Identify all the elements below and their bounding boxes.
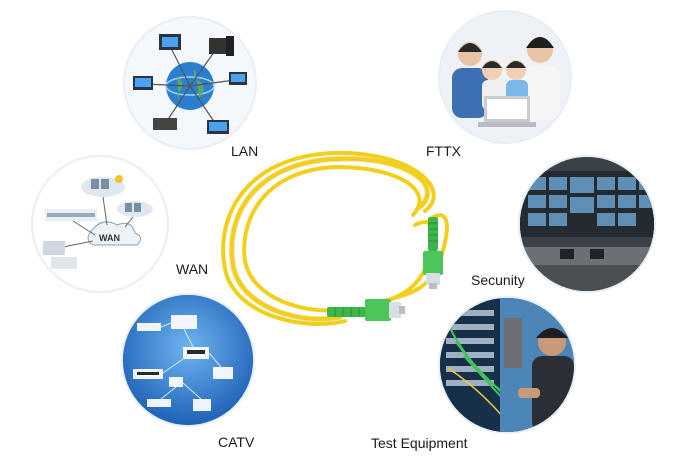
test-equipment-label: Test Equipment	[371, 435, 468, 451]
wan-inner-label: WAN	[99, 233, 120, 243]
catv-circle	[123, 295, 253, 425]
catv-diagram-icon	[123, 295, 253, 425]
wan-label: WAN	[176, 261, 209, 277]
wan-circle: WAN	[33, 157, 167, 291]
catv-label: CATV	[218, 434, 255, 450]
family-laptop-icon	[440, 12, 570, 142]
wan-diagram-icon: WAN	[43, 175, 153, 269]
network-globe-icon	[133, 34, 247, 134]
fttx-circle	[440, 12, 570, 142]
security-label: Secunity	[471, 272, 525, 288]
lan-label: LAN	[231, 143, 259, 159]
lan-circle	[125, 18, 255, 148]
fiber-patch-cord-icon	[221, 150, 449, 326]
monitor-wall-icon	[520, 157, 654, 291]
fttx-label: FTTX	[426, 143, 461, 159]
security-circle	[520, 157, 654, 291]
